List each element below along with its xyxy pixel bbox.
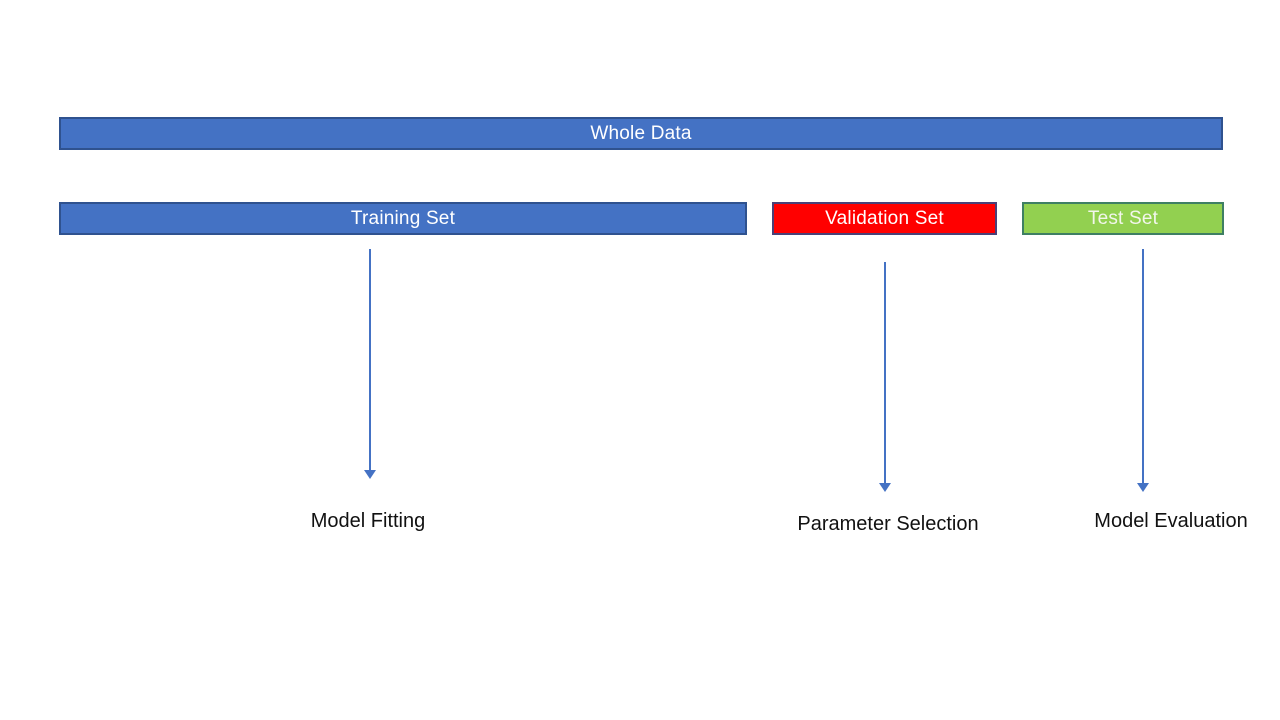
- validation-set-bar: Validation Set: [772, 202, 997, 235]
- whole-data-label: Whole Data: [590, 122, 692, 144]
- model-evaluation-caption: Model Evaluation: [1094, 510, 1248, 532]
- test-set-bar: Test Set: [1022, 202, 1224, 235]
- arrow-head-icon: [1137, 483, 1149, 492]
- training-set-bar: Training Set: [59, 202, 747, 235]
- arrow-line: [884, 262, 886, 483]
- test-set-label: Test Set: [1087, 207, 1159, 229]
- arrow-head-icon: [879, 483, 891, 492]
- training-down-arrow-icon: [364, 249, 376, 479]
- training-set-label: Training Set: [350, 207, 456, 229]
- validation-down-arrow-icon: [879, 262, 891, 492]
- model-fitting-caption: Model Fitting: [310, 510, 426, 532]
- arrow-line: [369, 249, 371, 470]
- parameter-selection-caption: Parameter Selection: [797, 513, 979, 535]
- test-down-arrow-icon: [1137, 249, 1149, 492]
- validation-set-label: Validation Set: [825, 207, 944, 229]
- whole-data-bar: Whole Data: [59, 117, 1223, 150]
- arrow-head-icon: [364, 470, 376, 479]
- arrow-line: [1142, 249, 1144, 483]
